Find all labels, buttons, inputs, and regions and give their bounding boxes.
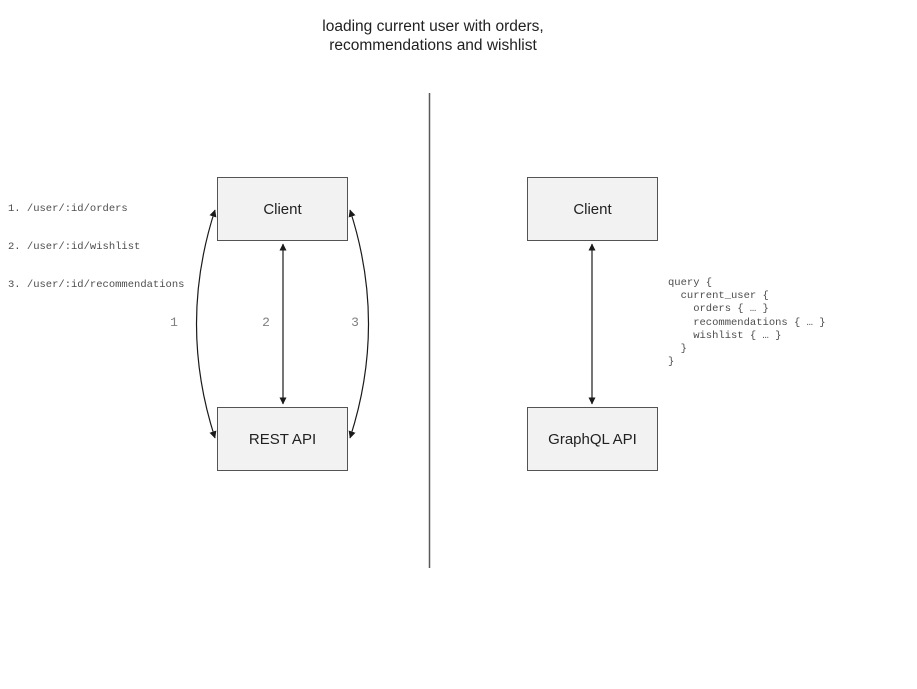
rest-api-box: REST API: [217, 407, 348, 471]
endpoint-list: 1. /user/:id/orders 2. /user/:id/wishlis…: [8, 177, 184, 318]
arrow-label-2: 2: [262, 315, 270, 330]
endpoint-item-wishlist: 2. /user/:id/wishlist: [8, 240, 141, 253]
graphql-query-code: query { current_user { orders { … } reco…: [668, 277, 826, 369]
arrow-label-3: 3: [351, 315, 359, 330]
graphql-client-label: Client: [573, 200, 612, 218]
endpoint-item-orders: 1. /user/:id/orders: [8, 202, 128, 215]
rest-client-label: Client: [263, 200, 302, 218]
rest-arrow-1-curve: [195, 209, 217, 439]
rest-client-box: Client: [217, 177, 348, 241]
endpoint-item-recommendations: 3. /user/:id/recommendations: [8, 279, 185, 292]
graphql-client-box: Client: [527, 177, 658, 241]
rest-api-label: REST API: [248, 430, 317, 448]
arrow-label-1: 1: [170, 315, 178, 330]
graphql-api-box: GraphQL API: [527, 407, 658, 471]
graphql-api-label: GraphQL API: [548, 430, 637, 448]
diagram-title: loading current user with orders, recomm…: [322, 18, 544, 54]
